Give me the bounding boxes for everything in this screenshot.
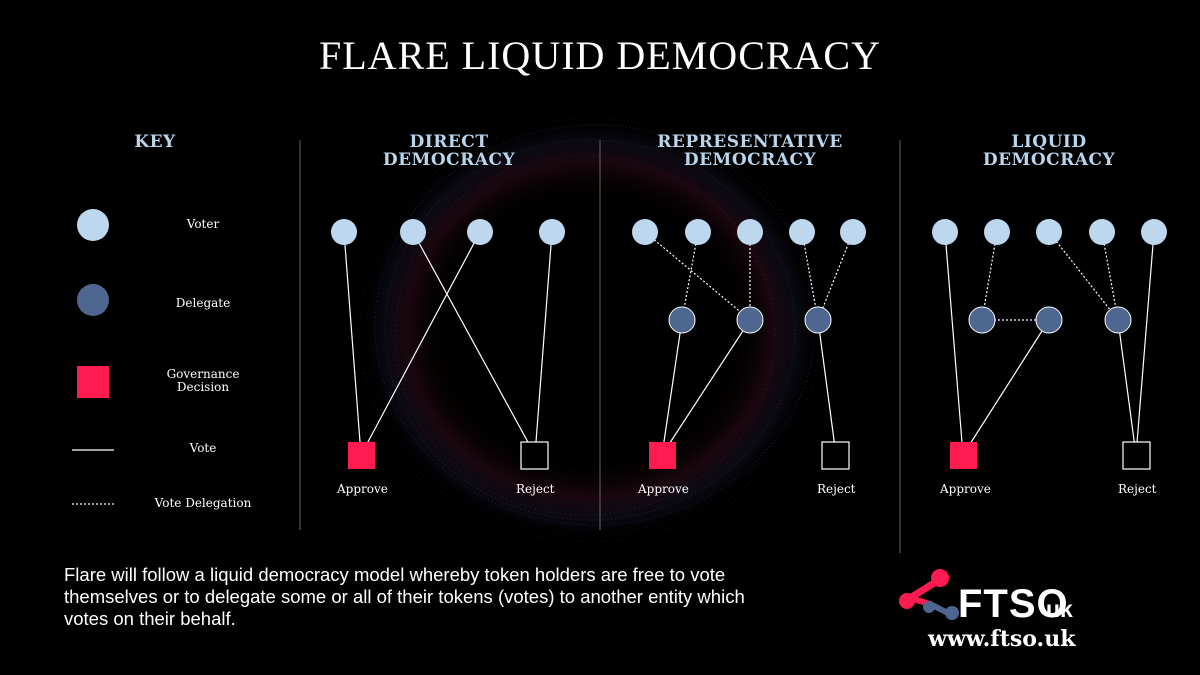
brand-name: FTSO	[958, 582, 1069, 626]
key-decision-label: Governance Decision	[150, 368, 256, 394]
section-heading-direct-line2: DEMOCRACY	[382, 150, 516, 170]
direct-voter	[539, 219, 565, 245]
rep-approve-box	[649, 442, 676, 469]
rep-voter	[685, 219, 711, 245]
section-heading-representative: REPRESENTATIVE DEMOCRACY	[630, 133, 870, 169]
liquid-reject-label: Reject	[1118, 482, 1157, 496]
liquid-approve-box	[950, 442, 977, 469]
ftso-logo-icon	[899, 569, 959, 620]
representative-democracy-diagram	[632, 219, 866, 470]
liquid-reject-box	[1122, 441, 1151, 470]
liquid-approve-label: Approve	[940, 482, 991, 496]
direct-approve-label: Approve	[337, 482, 388, 496]
section-heading-representative-line2: DEMOCRACY	[683, 150, 817, 170]
key-decision-label-line2: Decision	[176, 380, 230, 394]
key-vote-delegation-label: Vote Delegation	[154, 496, 252, 510]
section-heading-direct-line1: DIRECT	[409, 132, 489, 152]
brand-url[interactable]: www.ftso.uk	[928, 626, 1076, 652]
section-heading-key-text: KEY	[134, 132, 176, 152]
rep-voter	[840, 219, 866, 245]
liquid-delegate	[1104, 306, 1132, 334]
rep-delegate	[736, 306, 764, 334]
direct-voter	[400, 219, 426, 245]
footer-description: Flare will follow a liquid democracy mod…	[64, 564, 745, 629]
section-heading-direct: DIRECT DEMOCRACY	[329, 133, 569, 169]
brand-suffix: uk	[1046, 596, 1073, 622]
direct-approve-box	[348, 442, 375, 469]
section-heading-liquid-line1: LIQUID	[1011, 132, 1087, 152]
rep-delegate	[668, 306, 696, 334]
direct-voter	[467, 219, 493, 245]
direct-democracy-diagram	[331, 219, 565, 470]
key-delegate-label: Delegate	[175, 296, 231, 310]
direct-reject-box	[520, 441, 549, 470]
rep-delegate	[804, 306, 832, 334]
liquid-voter	[984, 219, 1010, 245]
section-heading-key: KEY	[35, 133, 275, 151]
key-decision-icon	[77, 366, 109, 398]
key-voter-label: Voter	[186, 217, 220, 231]
section-heading-representative-line1: REPRESENTATIVE	[657, 132, 843, 152]
liquid-delegate	[1035, 306, 1063, 334]
rep-voter	[789, 219, 815, 245]
rep-approve-label: Approve	[638, 482, 689, 496]
key-delegate-icon	[77, 284, 109, 316]
page-title: FLARE LIQUID DEMOCRACY	[319, 33, 881, 78]
liquid-voter	[932, 219, 958, 245]
key-decision-label-line1: Governance	[166, 367, 240, 381]
section-heading-liquid: LIQUID DEMOCRACY	[929, 133, 1169, 169]
direct-voter	[331, 219, 357, 245]
rep-voter	[737, 219, 763, 245]
rep-reject-box	[821, 441, 850, 470]
direct-reject-label: Reject	[516, 482, 555, 496]
liquid-voter	[1089, 219, 1115, 245]
liquid-delegate	[968, 306, 996, 334]
key-vote-label: Vote	[189, 441, 217, 455]
rep-voter	[632, 219, 658, 245]
liquid-voter	[1141, 219, 1167, 245]
liquid-voter	[1036, 219, 1062, 245]
key-voter-icon	[77, 209, 109, 241]
rep-reject-label: Reject	[817, 482, 856, 496]
liquid-democracy-diagram	[932, 219, 1167, 470]
section-heading-liquid-line2: DEMOCRACY	[982, 150, 1116, 170]
